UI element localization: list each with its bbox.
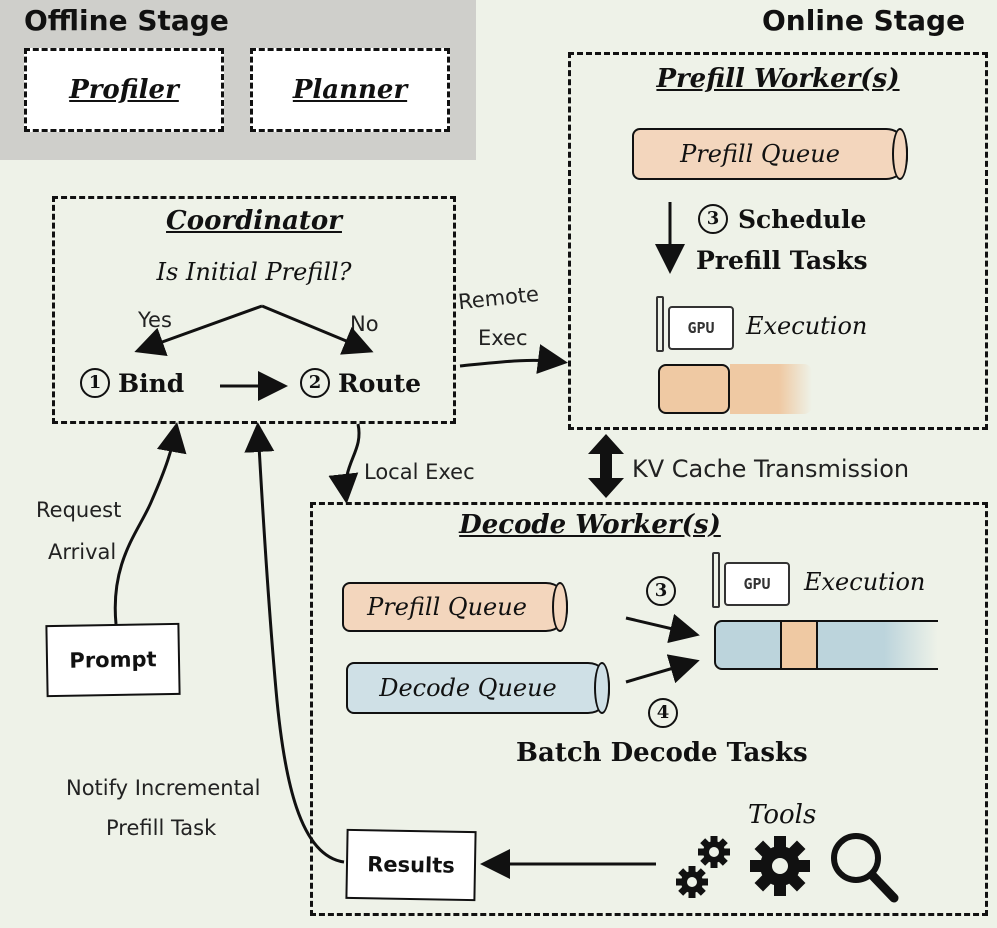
route-label: Route <box>338 368 422 398</box>
prefill-exec-block <box>658 364 730 414</box>
request-arrival-label-1: Request <box>36 498 122 522</box>
prefill-exec-block <box>782 620 818 670</box>
gpu-icon: GPU <box>668 306 734 350</box>
profiler-label: Profiler <box>69 75 179 105</box>
initial-prefill-question: Is Initial Prefill? <box>156 258 352 286</box>
route-step: 2 Route <box>300 368 421 398</box>
gpu-chip-label: GPU <box>743 575 771 593</box>
remote-exec-label-2: Exec <box>478 326 528 350</box>
decode-exec-block <box>714 620 782 670</box>
profiler-box: Profiler <box>24 48 224 132</box>
planner-box: Planner <box>250 48 450 132</box>
decode-queue-to-gpu-arrow <box>625 654 700 684</box>
decode-exec-block <box>818 620 938 670</box>
prefill-worker-box <box>568 52 988 430</box>
prefill-worker-title: Prefill Worker(s) <box>656 64 900 94</box>
schedule-label: Schedule <box>738 204 867 234</box>
prefill-execution-label: Execution <box>746 312 868 340</box>
step-3-badge: 3 <box>646 576 676 606</box>
gpu-bracket-icon <box>712 552 720 608</box>
remote-exec-arrow <box>459 344 568 374</box>
schedule-step: 3 Schedule <box>698 204 866 234</box>
step-2-badge: 2 <box>300 368 330 398</box>
gpu-chip-label: GPU <box>687 319 715 337</box>
gear-icon <box>676 836 730 898</box>
decode-queue: Decode Queue <box>346 662 610 714</box>
kv-cache-label: KV Cache Transmission <box>632 455 910 483</box>
gear-icon <box>750 836 810 896</box>
notify-label-2: Prefill Task <box>106 816 217 840</box>
notify-arrow <box>244 422 345 864</box>
step-1-badge: 1 <box>80 368 110 398</box>
no-branch-arrow <box>261 304 374 355</box>
decode-step-4: 4 <box>648 698 678 728</box>
request-arrival-label-2: Arrival <box>48 540 117 564</box>
prefill-tasks-label: Prefill Tasks <box>696 246 868 275</box>
planner-label: Planner <box>292 75 408 105</box>
decode-prefill-queue-label: Prefill Queue <box>367 593 527 621</box>
local-exec-label: Local Exec <box>364 460 475 484</box>
bind-step: 1 Bind <box>80 368 184 398</box>
tools-label: Tools <box>748 800 817 830</box>
step-3-badge: 3 <box>698 204 728 234</box>
decode-worker-box <box>310 502 988 916</box>
online-stage-title: Online Stage <box>762 4 966 37</box>
prefill-exec-block <box>730 364 812 414</box>
kv-cache-arrow-icon <box>588 434 624 498</box>
queue-end-cap <box>552 582 568 632</box>
prefill-queue: Prefill Queue <box>632 128 908 180</box>
step-4-badge: 4 <box>648 698 678 728</box>
queue-end-cap <box>594 662 610 714</box>
search-icon <box>831 833 899 903</box>
yes-branch-arrow <box>134 304 263 356</box>
decode-execution-label: Execution <box>804 568 926 596</box>
prefill-queue-label: Prefill Queue <box>680 140 840 168</box>
decode-worker-title: Decode Worker(s) <box>459 510 721 540</box>
request-arrival-arrow <box>113 422 187 625</box>
notify-label-1: Notify Incremental <box>66 776 261 800</box>
gpu-bracket-icon <box>656 296 664 352</box>
prefill-queue-to-gpu-arrow <box>625 613 700 644</box>
coordinator-title: Coordinator <box>166 206 342 236</box>
decode-queue-label: Decode Queue <box>379 674 557 702</box>
offline-stage-title: Offline Stage <box>24 4 229 37</box>
decode-step-3: 3 <box>646 576 676 606</box>
decode-prefill-queue: Prefill Queue <box>342 582 568 632</box>
bind-label: Bind <box>118 368 185 398</box>
queue-end-cap <box>892 128 908 180</box>
batch-decode-label: Batch Decode Tasks <box>516 738 808 768</box>
local-exec-arrow <box>328 423 361 504</box>
gpu-icon: GPU <box>724 562 790 606</box>
